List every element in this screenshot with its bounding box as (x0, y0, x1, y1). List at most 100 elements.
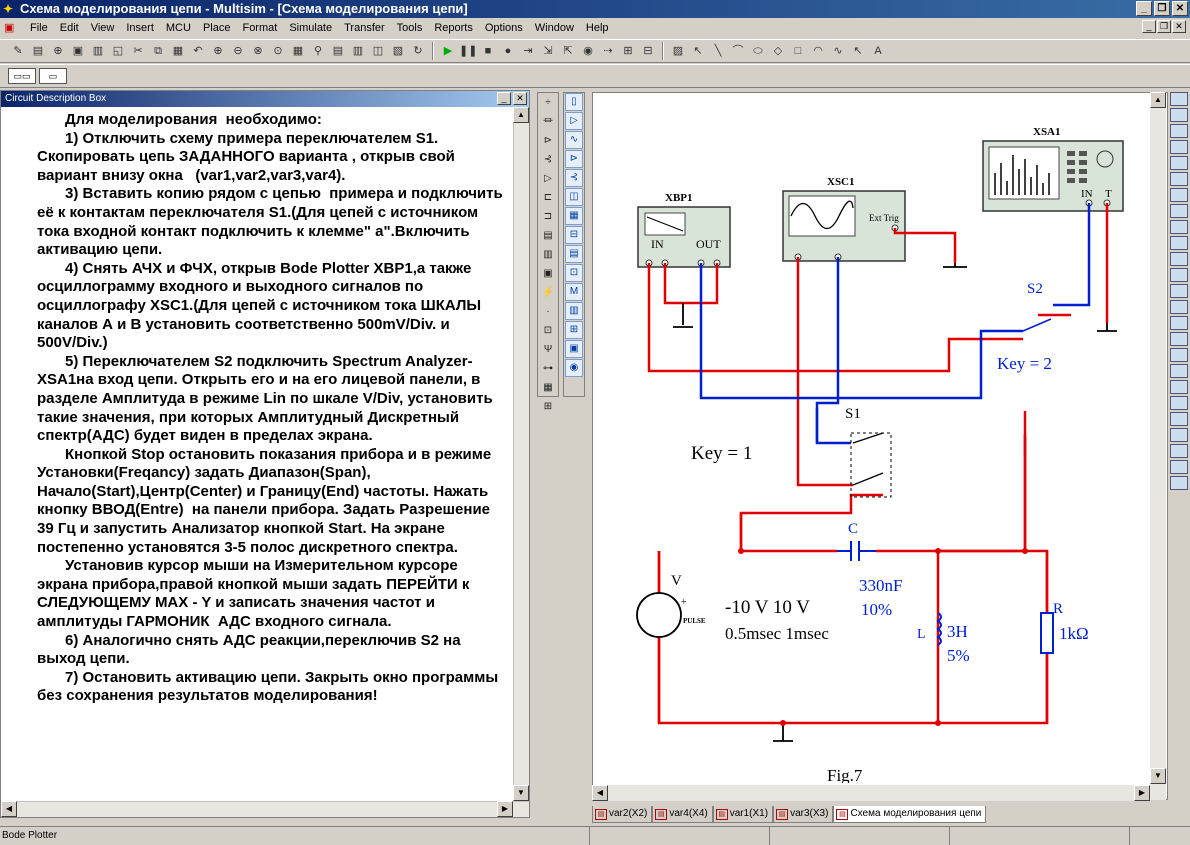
pause-icon[interactable]: ❚❚ (459, 45, 478, 57)
virtual-bus-icon[interactable]: ⊞ (565, 321, 583, 339)
agilent-multimeter-icon[interactable] (1170, 332, 1188, 346)
run-to-cursor-icon[interactable]: ⇢ (603, 45, 613, 57)
analog-icon[interactable]: ▷ (544, 173, 552, 184)
source-icon[interactable]: ÷ (545, 97, 551, 108)
scroll-right-arrow-icon[interactable]: ▶ (497, 801, 513, 817)
bezier-icon[interactable]: ∿ (833, 45, 843, 57)
mdi-close-button[interactable]: ✕ (1172, 20, 1186, 33)
ellipse-icon[interactable]: ⬭ (753, 45, 763, 57)
virtual-rated-icon[interactable]: ▤ (565, 245, 583, 263)
function-generator-icon[interactable] (1170, 108, 1188, 122)
maximize-button[interactable]: ❐ (1154, 1, 1170, 16)
multimeter-icon[interactable] (1170, 92, 1188, 106)
labview-icon[interactable] (1170, 380, 1188, 394)
four-channel-oscilloscope-icon[interactable] (1170, 156, 1188, 170)
tab-main-schematic[interactable]: ▤Схема моделирования цепи (833, 806, 987, 823)
scroll-left-arrow-icon[interactable]: ◀ (592, 785, 608, 801)
description-vertical-scrollbar[interactable]: ▲ ▼ (513, 107, 529, 801)
virtual-diode-icon[interactable]: ⊳ (565, 150, 583, 168)
iv-analyzer-icon[interactable] (1170, 252, 1188, 266)
menu-mcu[interactable]: MCU (165, 22, 191, 34)
agilent-oscilloscope-icon[interactable] (1170, 348, 1188, 362)
rf-icon[interactable]: Ψ (543, 344, 553, 355)
new-icon[interactable]: ✎ (13, 45, 23, 57)
scroll-left-arrow-icon[interactable]: ◀ (1, 801, 17, 817)
virtual-misc-icon[interactable]: ▦ (565, 207, 583, 225)
select-icon[interactable]: ↖ (693, 45, 703, 57)
menu-file[interactable]: File (30, 22, 48, 34)
undo-icon[interactable]: ↶ (193, 45, 203, 57)
virtual-measurement-icon[interactable]: ◫ (565, 188, 583, 206)
menu-place[interactable]: Place (202, 22, 231, 34)
preview-icon[interactable]: ◱ (112, 45, 124, 57)
menu-reports[interactable]: Reports (434, 22, 473, 34)
size-grip-icon[interactable] (1130, 827, 1190, 845)
tab-var1[interactable]: ▤var1(X1) (712, 806, 774, 823)
menu-options[interactable]: Options (484, 22, 523, 34)
virtual-signal-icon[interactable]: ⊡ (565, 264, 583, 282)
switch-s1[interactable]: S1 Key = 1 (691, 406, 892, 498)
menu-transfer[interactable]: Transfer (344, 22, 385, 34)
indicator-icon[interactable]: ▣ (543, 268, 553, 279)
basic-icon[interactable]: ⏛ (543, 116, 553, 127)
zoom-icon[interactable]: ⊕ (53, 45, 63, 57)
logic-analyzer-icon[interactable] (1170, 220, 1188, 234)
close-button[interactable]: ✕ (1172, 1, 1188, 16)
bode-plotter-icon[interactable] (1170, 172, 1188, 186)
diode-icon[interactable]: ⊳ (543, 135, 553, 146)
postprocessor-icon[interactable]: ▧ (392, 45, 404, 57)
wattmeter-icon[interactable] (1170, 124, 1188, 138)
menu-view[interactable]: View (90, 22, 115, 34)
bode-plotter-xbp1[interactable]: XBP1 IN OUT (637, 192, 731, 268)
spectrum-analyzer-xsa1[interactable]: XSA1 IN T (982, 126, 1124, 212)
virtual-basic-icon[interactable]: ∿ (565, 131, 583, 149)
paste-icon[interactable]: ▦ (172, 45, 184, 57)
mixed-icon[interactable]: ▥ (543, 249, 553, 260)
word-generator-icon[interactable] (1170, 204, 1188, 218)
database-icon[interactable]: ▥ (352, 45, 364, 57)
current-probe-icon[interactable] (1170, 396, 1188, 410)
agilent-generator-icon[interactable] (1170, 316, 1188, 330)
text-icon[interactable]: A (874, 45, 882, 57)
scroll-up-arrow-icon[interactable]: ▲ (513, 107, 529, 123)
inductor-l[interactable]: L 3H 5% (917, 612, 970, 665)
menu-simulate[interactable]: Simulate (289, 22, 333, 34)
virtual-transistor-icon[interactable]: ⊰ (565, 169, 583, 187)
hierarchical-icon[interactable]: ⊞ (543, 401, 553, 412)
description-minimize-button[interactable]: _ (497, 92, 511, 105)
tab-var4[interactable]: ▤var4(X4) (652, 806, 713, 823)
virtual-dc-icon[interactable]: ▯ (565, 93, 583, 111)
schematic-vertical-scrollbar[interactable]: ▲ ▼ (1150, 92, 1166, 800)
virtual-analog-icon[interactable]: ▷ (565, 112, 583, 130)
in-use-list-icon[interactable]: ▭▭ (8, 68, 36, 84)
zoom-fit-icon[interactable]: ⊙ (273, 45, 283, 57)
remove-bp-icon[interactable]: ⊟ (643, 45, 653, 57)
breakpoint-icon[interactable]: ◉ (583, 45, 593, 57)
distortion-analyzer-icon[interactable] (1170, 268, 1188, 282)
network-analyzer-icon[interactable] (1170, 300, 1188, 314)
cmos-icon[interactable]: ⊐ (543, 211, 553, 222)
rectangle-icon[interactable]: □ (794, 45, 802, 57)
arrow-icon[interactable]: ↖ (853, 45, 863, 57)
logic-converter-icon[interactable] (1170, 236, 1188, 250)
component-icon[interactable]: ◫ (372, 45, 384, 57)
mdi-minimize-button[interactable]: _ (1142, 20, 1156, 33)
scroll-down-arrow-icon[interactable]: ▼ (1150, 768, 1166, 784)
stop-icon[interactable]: ■ (484, 45, 492, 57)
mdi-restore-button[interactable]: ❐ (1157, 20, 1171, 33)
schematic-canvas[interactable]: XBP1 IN OUT XSC1 Ext Trig XSA1 (592, 92, 1168, 800)
menu-window[interactable]: Window (534, 22, 574, 34)
virtual-ladder-icon[interactable]: ▥ (565, 302, 583, 320)
open-icon[interactable]: ▤ (32, 45, 44, 57)
virtual-rf-icon[interactable]: ◉ (565, 359, 583, 377)
step-into-icon[interactable]: ⇲ (543, 45, 553, 57)
tab-var2[interactable]: ▤var2(X2) (592, 806, 653, 823)
zoom-area-icon[interactable]: ⊗ (253, 45, 263, 57)
scroll-right-arrow-icon[interactable]: ▶ (1134, 785, 1150, 801)
ttl-icon[interactable]: ⊏ (543, 192, 553, 203)
print-icon[interactable]: ▥ (92, 45, 104, 57)
arc-icon[interactable]: ◠ (813, 45, 823, 57)
virtual-3d-icon[interactable]: M (565, 283, 583, 301)
transistor-icon[interactable]: ⊰ (543, 154, 553, 165)
menu-help[interactable]: Help (585, 22, 609, 34)
